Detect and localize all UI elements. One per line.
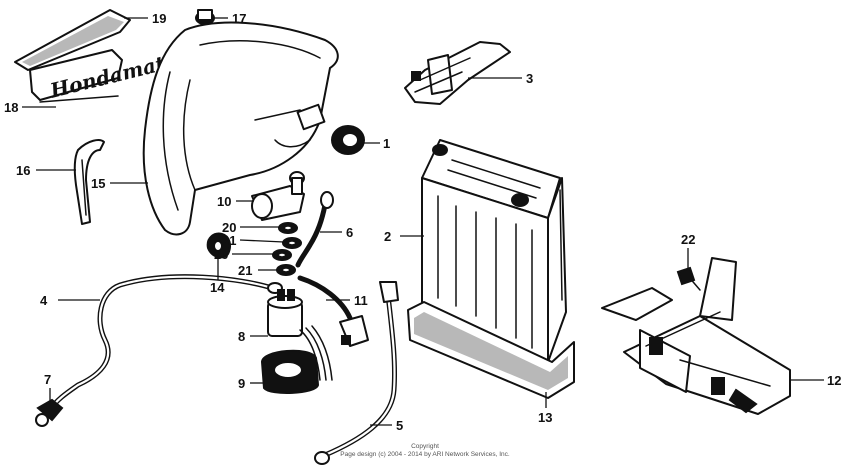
clamp-bracket [73,139,105,225]
callout-labels: 19 17 18 16 15 1 3 10 20 21 20 21 6 14 4… [4,11,841,433]
callout-18: 18 [4,100,18,115]
cable-end-cap [35,398,64,427]
copyright-notice: Copyright Page design (c) 2004 - 2014 by… [340,443,510,458]
side-cover-strip [14,9,131,71]
washer-nut-stack [272,222,302,276]
callout-13: 13 [538,410,552,425]
callout-5: 5 [396,418,403,433]
bolt [676,266,701,291]
callout-14: 14 [210,280,225,295]
callout-21b: 21 [238,263,252,278]
callout-2: 2 [384,229,391,244]
long-cable [47,274,283,413]
callout-20a: 20 [222,220,236,235]
callout-20b: 20 [214,247,228,262]
callout-1: 1 [383,136,390,151]
callout-12: 12 [827,373,841,388]
callout-4: 4 [40,293,48,308]
terminal-holder [251,171,305,221]
callout-15: 15 [91,176,105,191]
copyright-line-2: Page design (c) 2004 - 2014 by ARI Netwo… [340,451,510,458]
relay-holder [260,349,320,395]
starter-relay [267,289,303,337]
battery-case [601,257,791,415]
relay-wires [299,325,333,381]
small-grommet [206,232,231,259]
positive-cable [295,191,334,268]
callout-16: 16 [16,163,30,178]
callout-3: 3 [526,71,533,86]
negative-cable [314,281,399,465]
callout-6: 6 [346,225,353,240]
callout-8: 8 [238,329,245,344]
grommet-small [195,9,215,25]
callout-17: 17 [232,11,246,26]
battery-band [404,41,511,105]
callout-21a: 21 [222,233,236,248]
callout-22: 22 [681,232,695,247]
callout-11: 11 [354,293,368,308]
copyright-line-1: Copyright [411,443,439,450]
grommet [331,125,365,155]
callout-19: 19 [152,11,166,26]
battery-tray-mat [407,301,575,399]
callout-7: 7 [44,372,51,387]
callout-10: 10 [217,194,231,209]
wire-with-connector [297,275,369,347]
callout-9: 9 [238,376,245,391]
side-cover [142,21,339,236]
